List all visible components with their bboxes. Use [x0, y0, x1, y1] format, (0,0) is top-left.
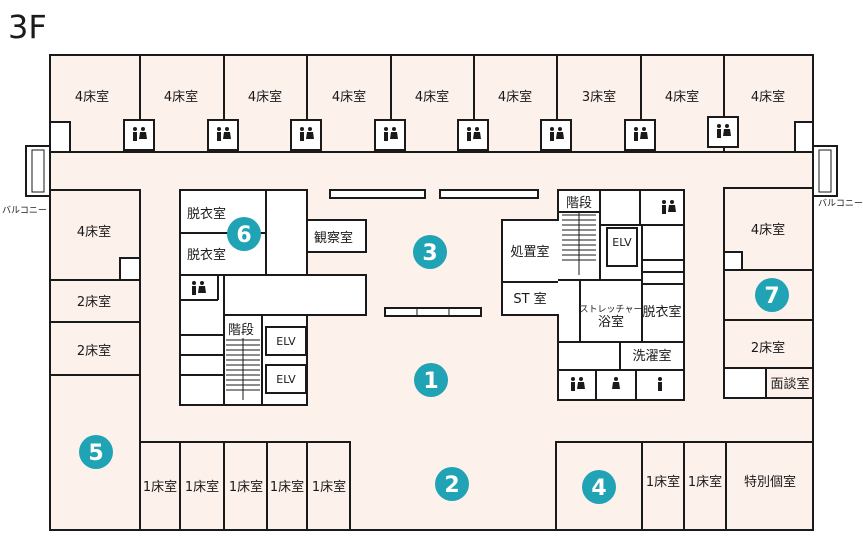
balcony-left-label: バルコニー — [2, 205, 47, 216]
counter-left — [329, 189, 426, 199]
floor-label: 3F — [8, 8, 47, 46]
room-top-7-label: 3床室 — [582, 89, 616, 105]
room-top-1-label: 4床室 — [75, 89, 109, 105]
room-top-2-label: 4床室 — [164, 89, 198, 105]
svg-text:1: 1 — [423, 369, 438, 394]
room-interview-label: 面談室 — [770, 376, 809, 392]
svg-text:5: 5 — [88, 441, 103, 466]
elv-left-1-label: ELV — [276, 335, 296, 348]
building-outline — [49, 54, 814, 531]
marker-6[interactable]: 6 — [227, 217, 261, 251]
room-top-6-label: 4床室 — [498, 89, 532, 105]
treatment-room-label: 処置室 — [510, 244, 549, 260]
observation-room-label: 観察室 — [314, 230, 353, 246]
svg-text:6: 6 — [236, 223, 251, 248]
room-top-8-label: 4床室 — [665, 89, 699, 105]
changing-room-1-label: 脱衣室 — [187, 206, 226, 222]
marker-2[interactable]: 2 — [435, 467, 469, 501]
left-core — [179, 189, 367, 406]
stretcher-bath-label-2: 浴室 — [598, 314, 624, 330]
svg-text:3: 3 — [422, 241, 437, 266]
room-bottom-1-label: 1床室 — [143, 479, 177, 495]
changing-room-2-label: 脱衣室 — [187, 247, 226, 263]
room-bottom-3-label: 1床室 — [229, 479, 263, 495]
marker-1[interactable]: 1 — [414, 363, 448, 397]
elv-right-label: ELV — [612, 236, 632, 249]
room-top-4-label: 4床室 — [332, 89, 366, 105]
room-left-3-label: 2床室 — [77, 343, 111, 359]
marker-7[interactable]: 7 — [755, 278, 789, 312]
room-top-3-label: 4床室 — [248, 89, 282, 105]
room-left-2-label: 2床室 — [77, 294, 111, 310]
room-right-1-label: 4床室 — [751, 222, 785, 238]
bottom-right-wall — [555, 441, 813, 530]
stairs-right-label: 階段 — [566, 196, 592, 211]
restroom-icons — [133, 124, 731, 391]
room-special-label: 特別個室 — [744, 474, 796, 490]
stretcher-bath-label-1: ストレッチャー — [580, 304, 643, 315]
balcony-right — [812, 145, 838, 197]
marker-5[interactable]: 5 — [79, 435, 113, 469]
balcony-right-label: バルコニー — [818, 198, 863, 209]
right-core — [501, 189, 685, 401]
room-bottom-5-label: 1床室 — [312, 479, 346, 495]
svg-text:7: 7 — [764, 284, 779, 309]
room-right-2-label: 2床室 — [751, 340, 785, 356]
bottom-left-dividers — [179, 442, 308, 530]
stairs-left-label: 階段 — [228, 323, 254, 338]
room-left-1-label: 4床室 — [77, 224, 111, 240]
balcony-left — [25, 145, 51, 197]
top-room-dividers — [139, 55, 725, 152]
changing-room-3-label: 脱衣室 — [642, 304, 681, 320]
room-bottom-2-label: 1床室 — [185, 479, 219, 495]
marker-4[interactable]: 4 — [582, 470, 616, 504]
svg-text:2: 2 — [444, 473, 459, 498]
right-wing-wall — [723, 187, 813, 399]
elv-left-2-label: ELV — [276, 373, 296, 386]
st-room-label: ST 室 — [513, 291, 546, 307]
room-bottom-6-label: 1床室 — [646, 474, 680, 490]
counter-center — [384, 307, 482, 317]
laundry-room-label: 洗濯室 — [632, 348, 671, 364]
room-bottom-4-label: 1床室 — [270, 479, 304, 495]
marker-3[interactable]: 3 — [413, 235, 447, 269]
svg-text:4: 4 — [591, 476, 606, 501]
top-toilet-boxes — [49, 116, 814, 153]
room-bottom-7-label: 1床室 — [688, 474, 722, 490]
room-top-9-label: 4床室 — [751, 89, 785, 105]
counter-right — [439, 189, 539, 199]
room-top-5-label: 4床室 — [415, 89, 449, 105]
